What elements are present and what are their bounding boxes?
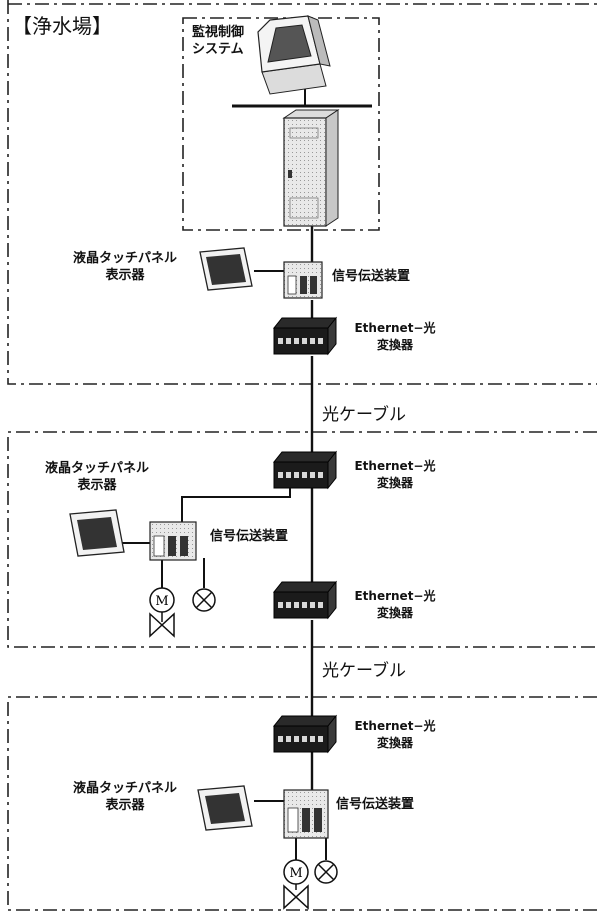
converter-port [302,736,307,742]
converter-label-1: Ethernet−光 変換器 [354,321,436,352]
converter-port [278,472,283,478]
converter-4 [272,714,338,754]
lcd-label-1: 液晶タッチパネル 表示器 [72,251,177,283]
converter-port [294,736,299,742]
page-title: 【浄水場】 [12,14,112,38]
converter-port [302,338,307,344]
converter-port [278,736,283,742]
converter-label-3: Ethernet−光 変換器 [354,589,436,620]
zone3-wiring [254,800,327,860]
converter-port [318,338,323,344]
motor-symbol-3 [283,859,309,910]
converter-port [302,602,307,608]
converter-port [310,338,315,344]
converter-label-4: Ethernet−光 変換器 [354,719,436,750]
signal-label-1: 信号伝送装置 [332,269,411,284]
signal-device-1 [254,261,323,299]
converter-port [310,472,315,478]
converter-port [286,338,291,344]
zone-bottom-border [7,696,597,911]
converter-port [294,472,299,478]
converter-port [318,736,323,742]
cable-label-1: 光ケーブル [322,405,406,425]
zone-water-plant-border [7,0,597,385]
lcd-panel-2 [69,509,125,557]
lcd-label-2: 液晶タッチパネル 表示器 [44,461,149,493]
monitoring-system-box [182,17,380,231]
lamp-symbol-2 [192,588,216,612]
server-icon [282,109,340,227]
converter-port [302,472,307,478]
converter-port [310,602,315,608]
converter-port [286,736,291,742]
signal-device-3 [283,789,329,839]
lcd-panel-1 [199,247,253,291]
converter-port [286,602,291,608]
motor-letter-2: M [155,594,168,609]
signal-label-3: 信号伝送装置 [336,797,415,812]
converter-port [294,338,299,344]
motor-symbol-2 [149,587,175,638]
signal-label-2: 信号伝送装置 [210,529,289,544]
cable-label-2: 光ケーブル [322,661,406,681]
converter-port [294,602,299,608]
converter-port [318,602,323,608]
lamp-symbol-3 [314,860,338,884]
converter-2 [272,450,338,490]
zone2-wiring [122,488,291,588]
converter-port [278,602,283,608]
converter-label-2: Ethernet−光 変換器 [354,459,436,490]
converter-1 [272,316,338,356]
converter-port [310,736,315,742]
converter-port [278,338,283,344]
monitor-label: 監視制御 システム [192,25,245,57]
monitoring-pc-icon [232,15,372,108]
converter-port [318,472,323,478]
converter-port [286,472,291,478]
converter-3 [272,580,338,620]
signal-device-2 [149,521,197,561]
lcd-label-3: 液晶タッチパネル 表示器 [72,781,177,813]
motor-letter-3: M [289,866,302,881]
zone-boundaries [7,0,597,911]
lcd-panel-3 [197,785,253,831]
zone-middle-border [7,431,597,648]
